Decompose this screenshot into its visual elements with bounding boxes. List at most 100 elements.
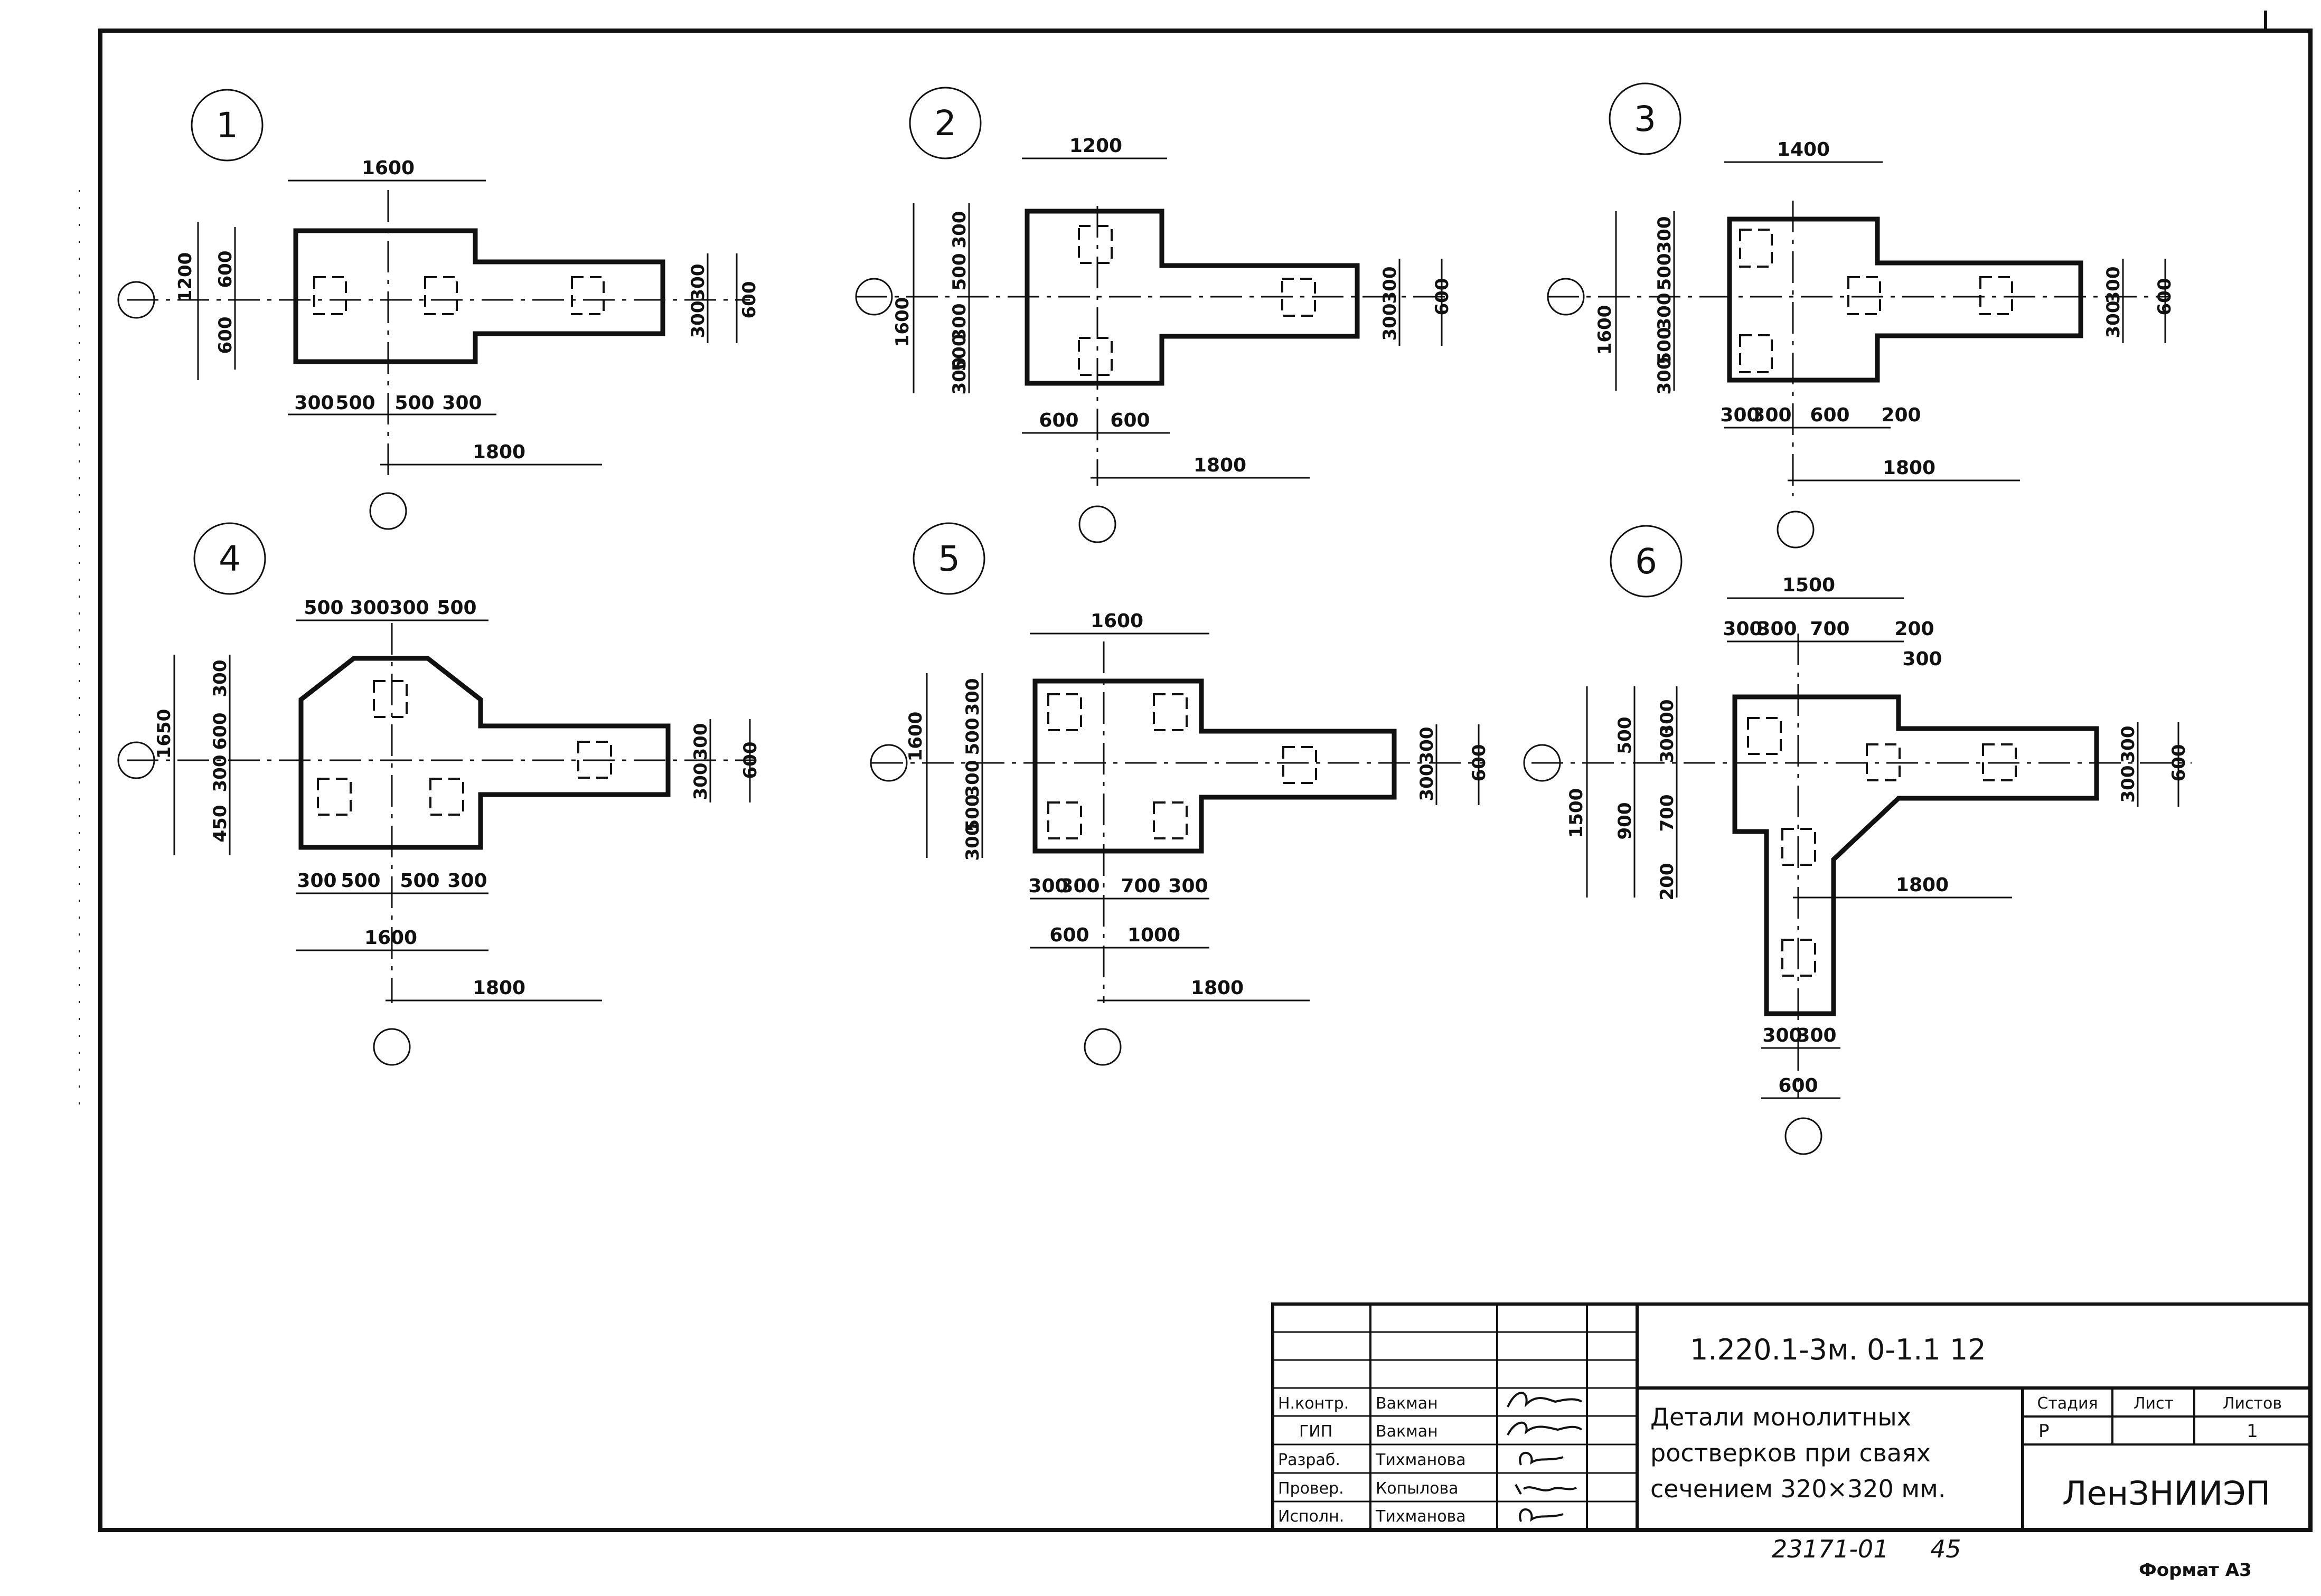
- axis-marker-circle: [1523, 744, 1561, 782]
- dimension-label: 300: [1654, 216, 1675, 254]
- pile-position: [313, 276, 347, 315]
- dimension-label: 500: [949, 253, 970, 291]
- detail-number: 4: [219, 539, 241, 579]
- dimension-label: 300: [962, 678, 983, 716]
- signatory-name: Тихманова: [1375, 1451, 1466, 1469]
- pile-position: [424, 276, 458, 315]
- dimension-label: 1650: [154, 709, 175, 759]
- pile-position: [1153, 801, 1188, 839]
- dimension-label: 300: [1657, 700, 1678, 737]
- pile-position: [1781, 939, 1816, 977]
- dimension-label: 500: [1654, 327, 1675, 365]
- dimension-label: 300: [688, 264, 709, 301]
- signature-mark: [1507, 1392, 1583, 1408]
- dimension-label: 1600: [905, 712, 926, 762]
- dimension-label: 300: [2103, 267, 2124, 304]
- pile-position: [1739, 229, 1773, 268]
- dimension-label: 200: [1657, 863, 1678, 901]
- signature-mark: [1515, 1484, 1577, 1495]
- dimension-label: 1600: [1091, 610, 1143, 632]
- detail-number-circle: [1610, 525, 1683, 598]
- dimension-label: 300: [447, 870, 487, 892]
- dimension-label: 500: [1654, 253, 1675, 291]
- detail-number: 6: [1635, 541, 1657, 582]
- dimension-label: 1500: [1782, 574, 1835, 596]
- dimension-label: 1200: [1069, 135, 1122, 157]
- pile-position: [1847, 276, 1881, 315]
- dimension-label: 300: [1416, 727, 1437, 764]
- signatory-name: Вакман: [1376, 1422, 1438, 1441]
- dimension-label: 600: [1469, 744, 1490, 782]
- dimension-label: 300: [294, 392, 334, 414]
- dimension-label: 300: [949, 211, 970, 249]
- pile-cap-outline: [1732, 694, 2099, 1016]
- dimension-label: 300: [1902, 648, 1942, 670]
- signatory-name: Копылова: [1376, 1479, 1459, 1498]
- signature-mark: [1507, 1421, 1583, 1436]
- dimension-label: 1600: [892, 297, 913, 347]
- inventory-number: 23171-01: [1772, 1535, 1888, 1563]
- dimension-label: 1200: [175, 252, 196, 303]
- dimension-label: 300: [688, 301, 709, 338]
- detail-3: 3 1400 300 300 600 200 1800 300 500 1600…: [1547, 82, 2175, 549]
- pile-cap-outline: [1032, 678, 1397, 854]
- dimension-label: 300: [1757, 618, 1797, 640]
- pile-position: [1047, 693, 1082, 731]
- detail-number-circle: [913, 522, 985, 595]
- detail-number-circle: [909, 87, 982, 159]
- dimension-label: 1800: [1883, 457, 1935, 479]
- dimension-label: 300: [442, 392, 482, 414]
- dimension-label: 500: [962, 718, 983, 755]
- dimension-label: 600: [1039, 410, 1078, 431]
- title-block: 1.220.1-3м. 0-1.1 12 Детали монолитных р…: [1271, 1302, 2312, 1532]
- dimension-label: 600: [215, 317, 236, 354]
- sheet-frame: [98, 29, 2313, 1532]
- sheets-total-value: 1: [2247, 1421, 2258, 1442]
- detail-number: 2: [934, 103, 956, 144]
- pile-position: [1739, 334, 1773, 373]
- dimension-label: 500: [400, 870, 439, 892]
- signature-mark: [1519, 1451, 1564, 1466]
- format-label: Формат А3: [2139, 1560, 2252, 1581]
- dimension-label: 600: [1110, 410, 1150, 431]
- dimension-label: 300: [962, 824, 983, 861]
- dimension-label: 300: [1416, 764, 1437, 801]
- dimension-label: 600: [215, 251, 236, 288]
- dimension-label: 300: [1060, 875, 1100, 897]
- axis-marker-circle: [870, 744, 908, 782]
- pile-position: [571, 276, 605, 315]
- dimension-label: 600: [1810, 404, 1849, 426]
- signatory-role: ГИП: [1299, 1422, 1332, 1441]
- stage-value: Р: [2038, 1421, 2050, 1442]
- sheets-total-header: Листов: [2223, 1394, 2282, 1413]
- dimension-label: 500: [1614, 717, 1636, 754]
- dimension-label: 600: [739, 281, 760, 319]
- detail-2: 2 1200 600 600 1800 300 500 1600 300 500…: [855, 87, 1453, 543]
- dimension-label: 700: [1810, 618, 1849, 640]
- pile-position: [1747, 717, 1782, 755]
- dimension-label: 300: [1720, 404, 1760, 426]
- pile-position: [1282, 746, 1317, 784]
- dimension-label: 300: [1168, 875, 1208, 897]
- dimension-label: 1800: [1194, 455, 1246, 476]
- dimension-label: 300: [690, 763, 711, 800]
- signatory-name: Тихманова: [1375, 1507, 1466, 1526]
- drawing-description-line: ростверков при сваях: [1650, 1439, 1931, 1467]
- detail-number: 5: [938, 539, 960, 579]
- dimension-label: 500: [341, 870, 380, 892]
- dimension-label: 600: [1049, 924, 1089, 946]
- dimension-label: 600: [740, 742, 761, 779]
- dimension-label: 1400: [1777, 139, 1830, 160]
- dimension-label: 300: [1379, 267, 1401, 304]
- detail-number-circle: [193, 522, 266, 595]
- sheet-header: Лист: [2134, 1394, 2174, 1413]
- organization-name: ЛенЗНИИЭП: [2062, 1474, 2270, 1513]
- detail-number: 3: [1634, 99, 1656, 139]
- pile-cap-outline: [298, 656, 671, 850]
- dimension-label: 600: [210, 713, 231, 750]
- signatory-role: Н.контр.: [1278, 1394, 1349, 1413]
- dimension-label: 1600: [362, 157, 415, 179]
- dimension-label: 1500: [1566, 788, 1587, 838]
- pile-position: [317, 778, 352, 816]
